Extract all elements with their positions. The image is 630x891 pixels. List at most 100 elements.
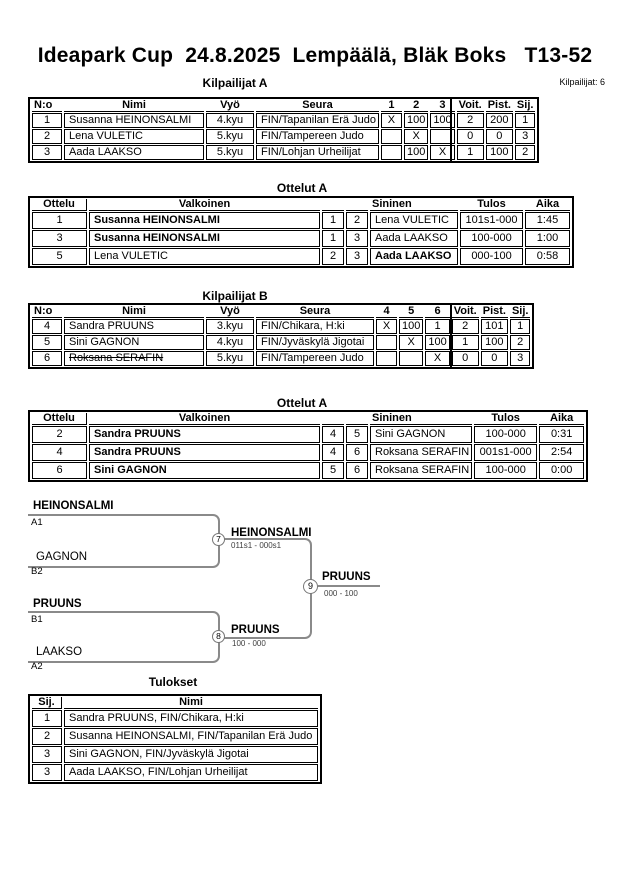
header-row: Sij. Nimi [32, 697, 318, 709]
cell-ottelu: 2 [32, 426, 87, 443]
col-ottelu: Ottelu [32, 199, 87, 211]
header-row: Ottelu Valkoinen Sininen Tulos Aika [32, 199, 570, 211]
table-row: 2 Lena VULETIC 5.kyu FIN/Tampereen Judo … [32, 129, 536, 144]
bracket-seed: B2 [31, 566, 43, 577]
cell-m1 [376, 335, 397, 350]
match-score: 000 - 100 [324, 589, 358, 598]
cell-aika: 2:54 [539, 444, 585, 461]
section-heading-tulokset: Tulokset [148, 675, 198, 689]
competitors-count: Kilpailijat: 6 [559, 77, 605, 87]
cell-sij: 2 [32, 728, 62, 745]
cell-sij: 1 [514, 113, 536, 128]
table-row: 1 Susanna HEINONSALMI 4.kyu FIN/Tapanila… [32, 113, 536, 128]
cell-sininen: Aada LAAKSO [370, 230, 458, 247]
cell-vyo: 5.kyu [206, 145, 254, 160]
cell-snum: 3 [346, 230, 368, 247]
cell-valkoinen: Lena VULETIC [89, 248, 320, 265]
cell-voit: 0 [451, 351, 479, 366]
cell-nimi: Susanna HEINONSALMI, FIN/Tapanilan Erä J… [64, 728, 318, 745]
cell-seura: FIN/Tapanilan Erä Judo [256, 113, 379, 128]
cell-pist: 0 [485, 129, 513, 144]
cell-sij: 3 [32, 764, 62, 781]
cell-ottelu: 4 [32, 444, 87, 461]
col-voit: Voit. [451, 306, 479, 318]
col-aika: Aika [539, 413, 585, 425]
cell-valkoinen: Sandra PRUUNS [89, 426, 320, 443]
bracket-seed: A2 [31, 661, 43, 672]
bracket-seed: A1 [31, 517, 43, 528]
cell-voit: 2 [451, 319, 479, 334]
table-tulokset: Sij. Nimi 1 Sandra PRUUNS, FIN/Chikara, … [28, 694, 322, 784]
ottelut-a: Ottelu Valkoinen Sininen Tulos Aika 1 Su… [28, 196, 574, 268]
bracket-slot-name: GAGNON [36, 551, 88, 563]
cell-m2: 100 [399, 319, 424, 334]
table-row: 2 Susanna HEINONSALMI, FIN/Tapanilan Erä… [32, 728, 318, 745]
cell-aika: 0:31 [539, 426, 585, 443]
cell-m1: X [376, 319, 397, 334]
match-number-badge: 8 [212, 630, 225, 643]
match-score: 011s1 - 000s1 [231, 541, 282, 550]
kilpailijat-b: N:o Nimi Vyö Seura 4 5 6 Voit. Pist. Sij… [28, 303, 535, 369]
cell-seura: FIN/Lohjan Urheilijat [256, 145, 379, 160]
cell-nimi: Sini GAGNON, FIN/Jyväskylä Jigotai [64, 746, 318, 763]
col-snum [346, 413, 368, 425]
col-vnum [322, 199, 344, 211]
cell-aika: 0:58 [525, 248, 570, 265]
cell-snum: 6 [346, 462, 368, 479]
col-vnum [322, 413, 344, 425]
cell-m2 [399, 351, 424, 366]
cell-m1 [380, 145, 402, 160]
cell-vyo: 4.kyu [206, 335, 254, 350]
col-vyo: Vyö [206, 100, 254, 112]
section-heading-ottelut-b: Ottelut A [276, 396, 328, 410]
col-valkoinen: Valkoinen [89, 199, 320, 211]
cell-vyo: 4.kyu [206, 113, 254, 128]
cell-tulos: 100-000 [460, 230, 523, 247]
col-tulos: Tulos [460, 199, 523, 211]
col-m3: 3 [430, 100, 455, 112]
cell-seura: FIN/Tampereen Judo [256, 129, 379, 144]
col-m2: 5 [399, 306, 424, 318]
section-heading-ottelut-a: Ottelut A [276, 181, 328, 195]
match-number-badge: 9 [303, 579, 318, 594]
cell-sij: 1 [509, 319, 531, 334]
cell-sininen: Roksana SERAFIN [370, 444, 473, 461]
bracket-slot-name: PRUUNS [33, 598, 82, 610]
col-nimi: Nimi [64, 697, 318, 709]
col-vyo: Vyö [206, 306, 254, 318]
cell-sininen: Sini GAGNON [370, 426, 473, 443]
cell-tulos: 100-000 [474, 426, 538, 443]
cell-sij: 3 [32, 746, 62, 763]
col-seura: Seura [256, 306, 374, 318]
cell-seura: FIN/Tampereen Judo [256, 351, 374, 366]
cell-sij: 3 [509, 351, 531, 366]
cell-no: 3 [32, 145, 62, 160]
cell-pist: 0 [480, 351, 508, 366]
table-row: 2 Sandra PRUUNS 4 5 Sini GAGNON 100-000 … [32, 426, 585, 443]
table-row: 3 Aada LAAKSO 5.kyu FIN/Lohjan Urheilija… [32, 145, 536, 160]
cell-sininen: Roksana SERAFIN [370, 462, 473, 479]
cell-sininen: Lena VULETIC [370, 212, 458, 229]
col-sininen: Sininen [370, 413, 473, 425]
table-row: 6 Roksana SERAFIN 5.kyu FIN/Tampereen Ju… [32, 351, 531, 366]
cell-tulos: 001s1-000 [474, 444, 538, 461]
table-row: 4 Sandra PRUUNS 4 6 Roksana SERAFIN 001s… [32, 444, 585, 461]
cell-vnum: 4 [322, 426, 344, 443]
cell-nimi: Sini GAGNON [64, 335, 204, 350]
cell-pist: 101 [480, 319, 508, 334]
cell-ottelu: 1 [32, 212, 87, 229]
col-seura: Seura [256, 100, 379, 112]
col-nimi: Nimi [64, 306, 204, 318]
table-kilpailijat-b: N:o Nimi Vyö Seura 4 5 6 Voit. Pist. Sij… [28, 303, 535, 369]
match-score: 100 - 000 [232, 639, 266, 648]
cell-pist: 100 [480, 335, 508, 350]
table-ottelut-a: Ottelu Valkoinen Sininen Tulos Aika 1 Su… [28, 196, 574, 268]
col-valkoinen: Valkoinen [89, 413, 320, 425]
cell-voit: 0 [456, 129, 484, 144]
cell-m3: X [430, 145, 455, 160]
cell-seura: FIN/Chikara, H:ki [256, 319, 374, 334]
bracket-seed: B1 [31, 614, 43, 625]
cell-valkoinen: Sandra PRUUNS [89, 444, 320, 461]
cell-valkoinen: Susanna HEINONSALMI [89, 230, 320, 247]
